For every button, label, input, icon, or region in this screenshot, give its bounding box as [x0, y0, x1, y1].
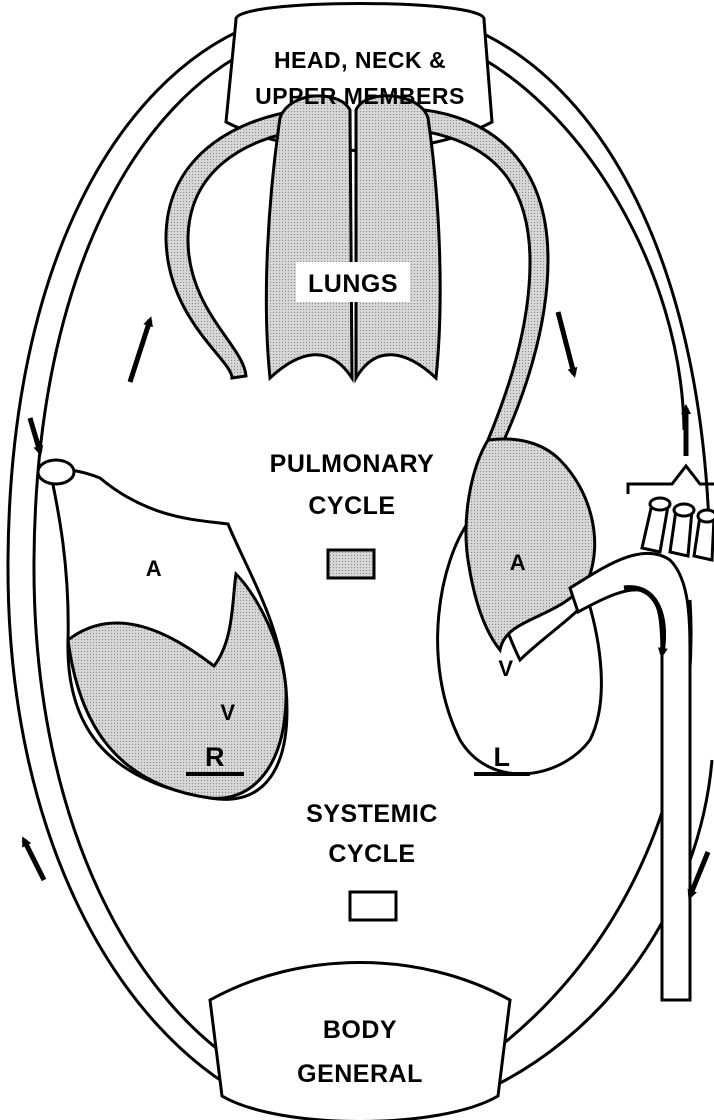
body-label-line1: BODY [323, 1016, 397, 1044]
right-side-label: R [205, 742, 225, 772]
arrow-body-down [690, 852, 708, 896]
arrow-body-return-up [24, 840, 44, 880]
left-side-label: L [494, 742, 511, 772]
left-ventricle-label: V [498, 656, 513, 681]
lungs-label: LUNGS [308, 270, 398, 298]
aorta-branch-1 [642, 504, 668, 552]
head-label-line2: UPPER MEMBERS [255, 83, 465, 109]
pulmonary-key-box [328, 550, 374, 578]
aorta [570, 498, 714, 1000]
branch-2-opening [674, 504, 694, 516]
vena-cava-opening [38, 460, 74, 484]
left-atrium-label: A [510, 550, 526, 575]
pulmonary-label-line2: CYCLE [308, 492, 395, 520]
left-lung [356, 96, 440, 378]
pulmonary-label-line1: PULMONARY [270, 450, 435, 478]
branch-1-opening [650, 498, 670, 510]
head-label-line1: HEAD, NECK & [274, 47, 446, 73]
arrow-pulmonary-down [558, 312, 574, 374]
branch-3-opening [698, 510, 714, 522]
body-label-line2: GENERAL [297, 1060, 423, 1088]
arrow-pulmonary-up [130, 320, 150, 382]
right-heart [38, 460, 287, 799]
right-atrium-label: A [146, 556, 162, 581]
right-ventricle-label: V [220, 700, 235, 725]
right-lung [266, 96, 352, 378]
systemic-key-box [350, 892, 396, 920]
systemic-label-line1: SYSTEMIC [306, 800, 438, 828]
systemic-label-line2: CYCLE [328, 840, 415, 868]
branch-brace [628, 466, 714, 494]
arrow-venous-return-down [30, 418, 40, 452]
